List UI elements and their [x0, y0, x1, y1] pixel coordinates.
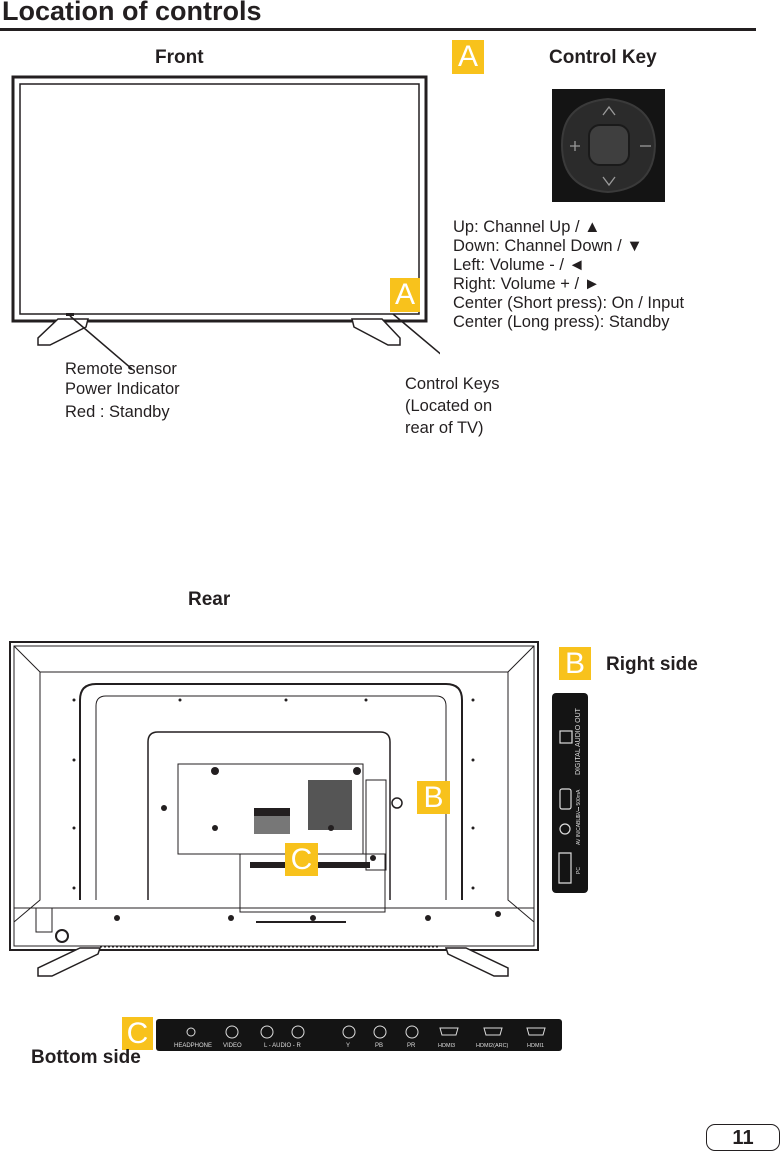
bottom-side-panel: HEADPHONE VIDEO L - AUDIO - R Y PB PR HD…	[156, 1019, 562, 1051]
rear-heading: Rear	[188, 589, 231, 610]
bottom-port-label-6: HDMI3	[438, 1043, 455, 1049]
right-port-label-1: 5V⎓ 500mA	[576, 789, 582, 817]
function-center-short: Center (Short press): On / Input	[453, 294, 685, 312]
remote-sensor-label: Remote sensor	[65, 360, 177, 378]
front-tv-illustration	[11, 75, 440, 370]
control-keys-line-3: rear of TV)	[405, 419, 484, 437]
title-rule	[0, 28, 756, 31]
rear-tv-illustration	[9, 641, 539, 977]
bottom-side-heading: Bottom side	[31, 1047, 141, 1068]
bottom-port-label-0: HEADPHONE	[174, 1043, 212, 1049]
bottom-port-label-8: HDMI1	[527, 1043, 544, 1049]
hdmi2-port-icon	[483, 1027, 503, 1036]
rear-c-badge: C	[285, 843, 318, 876]
bottom-port-label-2: L - AUDIO - R	[264, 1043, 301, 1049]
hdmi1-port-icon	[526, 1027, 546, 1036]
control-key-photo	[552, 89, 665, 202]
right-port-label-0: DIGITAL AUDIO OUT	[575, 707, 582, 775]
function-left: Left: Volume - / ◄	[453, 256, 585, 274]
audio-r-port-icon	[291, 1025, 305, 1039]
y-port-icon	[342, 1025, 356, 1039]
standby-indicator-label: Red : Standby	[65, 403, 170, 421]
function-down: Down: Channel Down / ▼	[453, 237, 643, 255]
control-keys-line-2: (Located on	[405, 397, 493, 415]
hdmi3-port-icon	[439, 1027, 459, 1036]
down-key-icon	[602, 176, 616, 187]
bottom-port-label-5: PR	[407, 1043, 416, 1049]
right-port-label-2: AV IN/CABLE	[576, 814, 582, 845]
control-key-functions: Up: Channel Up / ▲ Down: Channel Down / …	[453, 218, 684, 332]
control-keys-callout: Control Keys (Located on rear of TV)	[405, 373, 499, 439]
control-keys-line-1: Control Keys	[405, 375, 500, 393]
right-side-heading: Right side	[606, 654, 698, 675]
bottom-port-label-7: HDMI2(ARC)	[476, 1043, 509, 1049]
av-in-port-icon	[559, 823, 571, 835]
plus-key-icon	[570, 141, 580, 151]
bottom-port-label-3: Y	[346, 1043, 350, 1049]
video-port-icon	[225, 1025, 239, 1039]
up-key-icon	[602, 105, 616, 116]
headphone-port-icon	[186, 1027, 196, 1037]
front-heading: Front	[155, 47, 204, 68]
optical-port-icon	[559, 730, 573, 744]
right-port-label-3: PC	[576, 867, 582, 874]
rear-b-badge: B	[417, 781, 450, 814]
center-key-icon	[588, 124, 630, 166]
front-callout-a-badge: A	[390, 278, 420, 312]
right-side-b-badge: B	[559, 647, 591, 680]
bottom-port-label-4: PB	[375, 1043, 383, 1049]
bottom-side-c-badge: C	[122, 1017, 153, 1050]
pc-port-icon	[558, 852, 572, 884]
audio-l-port-icon	[260, 1025, 274, 1039]
right-side-panel: DIGITAL AUDIO OUT 5V⎓ 500mA AV IN/CABLE …	[552, 693, 588, 893]
page-number: 11	[706, 1124, 780, 1151]
control-key-heading: Control Key	[549, 47, 657, 68]
bottom-port-label-1: VIDEO	[223, 1043, 242, 1049]
pb-port-icon	[373, 1025, 387, 1039]
function-up: Up: Channel Up / ▲	[453, 218, 601, 236]
control-key-a-badge: A	[452, 40, 484, 74]
usb-port-icon	[559, 788, 572, 810]
function-center-long: Center (Long press): Standby	[453, 313, 670, 331]
power-indicator-label: Power Indicator	[65, 380, 180, 398]
pr-port-icon	[405, 1025, 419, 1039]
page-title: Location of controls	[2, 0, 262, 26]
function-right: Right: Volume + / ►	[453, 275, 601, 293]
